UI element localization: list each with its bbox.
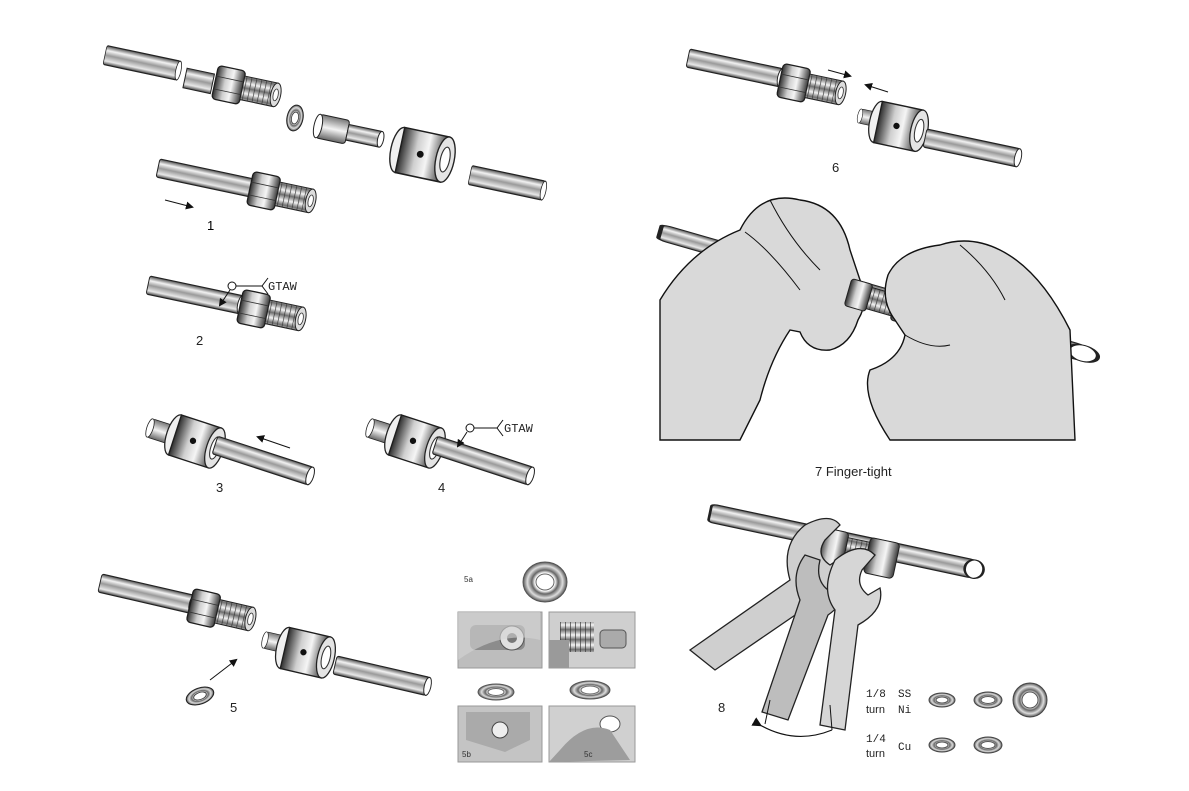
step-7-figure	[658, 195, 1100, 441]
torque-row1-mat-a: SS	[898, 689, 912, 701]
step-5-figure	[97, 573, 434, 709]
step-4-figure	[363, 411, 537, 487]
gasket-icon	[973, 736, 1003, 754]
step-1-figure	[155, 158, 320, 220]
step-5b-label: 5b	[462, 750, 471, 759]
torque-row2-turn: turn	[866, 748, 885, 760]
right-hand-icon	[866, 240, 1076, 441]
step-7-label: 7 Finger-tight	[815, 464, 892, 479]
gasket-icon	[1012, 682, 1048, 718]
torque-row1-fraction: 1/8	[866, 689, 886, 701]
step-3-label: 3	[216, 480, 223, 495]
step-5-photo-inset: 5a 5b 5c	[457, 561, 636, 763]
torque-row1-turn: turn	[866, 704, 885, 716]
gasket-icon	[928, 737, 956, 753]
step-8-label: 8	[718, 700, 725, 715]
step-2-figure	[145, 275, 310, 338]
weld-label-step2: GTAW	[268, 280, 298, 294]
torque-row2-fraction: 1/4	[866, 734, 886, 746]
torque-row2-mat: Cu	[898, 742, 911, 754]
exploded-view	[102, 45, 549, 202]
torque-row1-mat-b: Ni	[898, 705, 912, 717]
step-4-label: 4	[438, 480, 445, 495]
step-5-label: 5	[230, 700, 237, 715]
wrench-3-icon	[819, 548, 882, 731]
step-5c-label: 5c	[584, 750, 592, 759]
weld-label-step4: GTAW	[504, 422, 534, 436]
step-6-label: 6	[832, 160, 839, 175]
torque-table: 1/8 turn SS Ni 1/4 turn Cu	[866, 682, 1048, 760]
gasket-icon	[928, 692, 956, 708]
step-8-figure	[688, 502, 987, 738]
step-6-figure	[685, 48, 1024, 169]
step-5a-label: 5a	[464, 575, 473, 584]
step-1-label: 1	[207, 218, 214, 233]
step-3-figure	[143, 411, 317, 487]
gasket-icon	[973, 691, 1003, 709]
step-2-label: 2	[196, 333, 203, 348]
